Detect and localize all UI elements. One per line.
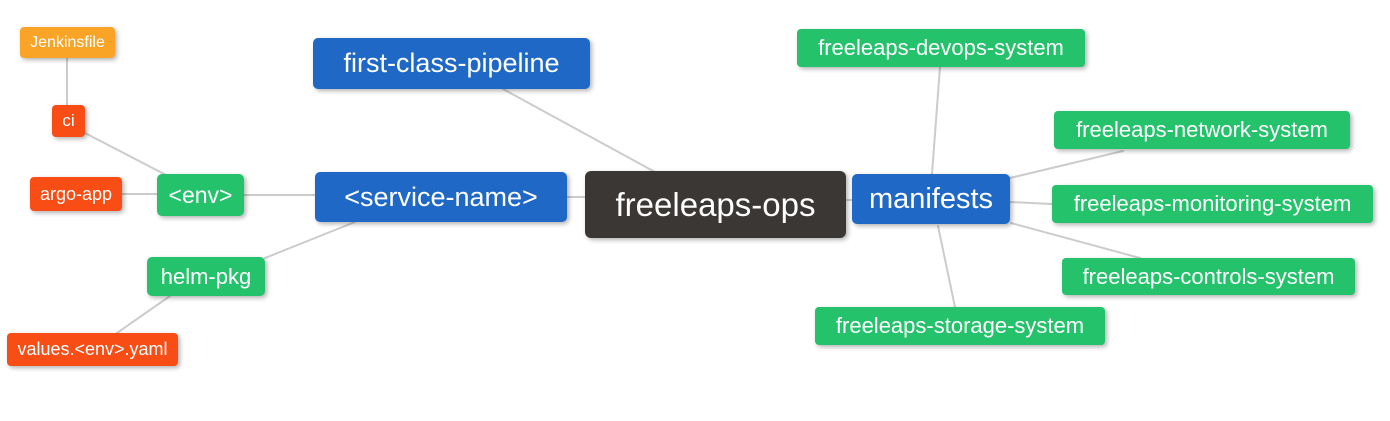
node-values-env-yaml[interactable]: values.<env>.yaml <box>7 333 178 366</box>
edge-pipeline-root <box>502 88 656 173</box>
node-env[interactable]: <env> <box>157 174 244 216</box>
edge-manifests-devops <box>931 66 941 175</box>
edge-manifests-network <box>1009 150 1124 179</box>
node-freeleaps-devops-system[interactable]: freeleaps-devops-system <box>797 29 1085 67</box>
node-helm-pkg[interactable]: helm-pkg <box>147 257 265 296</box>
node-freeleaps-controls-system[interactable]: freeleaps-controls-system <box>1062 258 1355 295</box>
edge-manifests-controls <box>1010 222 1141 259</box>
edge-ci-env <box>84 132 169 177</box>
node-ci[interactable]: ci <box>52 105 85 137</box>
node-jenkinsfile[interactable]: Jenkinsfile <box>20 27 115 58</box>
node-freeleaps-network-system[interactable]: freeleaps-network-system <box>1054 111 1350 149</box>
edge-manifests-monitoring <box>1009 201 1053 205</box>
node-freeleaps-ops-root[interactable]: freeleaps-ops <box>585 171 846 238</box>
node-first-class-pipeline[interactable]: first-class-pipeline <box>313 38 590 89</box>
edge-helmpkg-servicename <box>264 221 356 259</box>
node-manifests[interactable]: manifests <box>852 174 1010 224</box>
edge-values-helmpkg <box>116 295 171 334</box>
node-argo-app[interactable]: argo-app <box>30 177 122 211</box>
edge-manifests-storage <box>937 225 956 308</box>
node-freeleaps-monitoring-system[interactable]: freeleaps-monitoring-system <box>1052 185 1373 223</box>
node-service-name[interactable]: <service-name> <box>315 172 567 222</box>
node-freeleaps-storage-system[interactable]: freeleaps-storage-system <box>815 307 1105 345</box>
